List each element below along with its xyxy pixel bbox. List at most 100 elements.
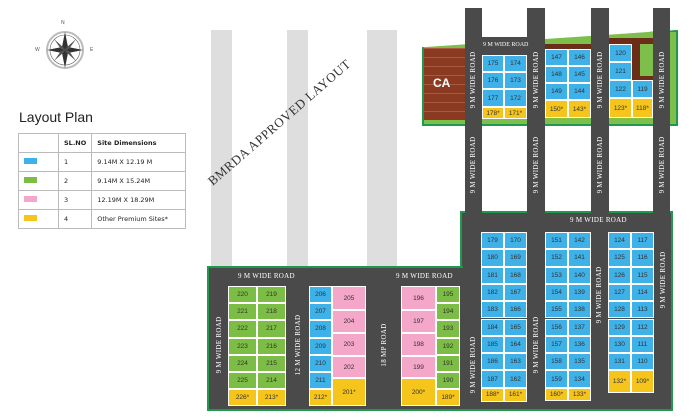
plot-202[interactable]: 202 bbox=[332, 356, 366, 378]
plot-130[interactable]: 130 bbox=[608, 335, 631, 354]
plot-226-premium[interactable]: 226* bbox=[228, 389, 257, 407]
plot-177[interactable]: 177 bbox=[482, 89, 504, 107]
plot-138[interactable]: 138 bbox=[568, 301, 591, 319]
plot-145[interactable]: 145 bbox=[568, 66, 591, 83]
plot-153[interactable]: 153 bbox=[545, 266, 568, 284]
plot-117[interactable]: 117 bbox=[631, 232, 654, 250]
plot-150-premium[interactable]: 150* bbox=[545, 100, 568, 118]
plot-184[interactable]: 184 bbox=[481, 318, 504, 336]
plot-118-premium[interactable]: 118* bbox=[632, 98, 653, 118]
plot-190[interactable]: 190 bbox=[436, 372, 460, 390]
plot-220[interactable]: 220 bbox=[228, 286, 257, 304]
plot-204[interactable]: 204 bbox=[332, 310, 366, 333]
plot-147[interactable]: 147 bbox=[545, 49, 568, 66]
plot-214[interactable]: 214 bbox=[257, 372, 286, 390]
plot-152[interactable]: 152 bbox=[545, 249, 568, 267]
plot-116[interactable]: 116 bbox=[631, 249, 654, 267]
plot-141[interactable]: 141 bbox=[568, 249, 591, 267]
plot-155[interactable]: 155 bbox=[545, 301, 568, 319]
plot-192[interactable]: 192 bbox=[436, 337, 460, 355]
plot-176[interactable]: 176 bbox=[482, 72, 504, 89]
plot-109-premium[interactable]: 109* bbox=[631, 370, 654, 394]
plot-208[interactable]: 208 bbox=[309, 320, 332, 338]
plot-111[interactable]: 111 bbox=[631, 335, 654, 354]
plot-197[interactable]: 197 bbox=[401, 310, 436, 333]
plot-171-premium[interactable]: 171* bbox=[504, 107, 527, 119]
plot-133-premium[interactable]: 133* bbox=[568, 387, 591, 401]
plot-122[interactable]: 122 bbox=[609, 80, 632, 98]
plot-210[interactable]: 210 bbox=[309, 354, 332, 372]
plot-131[interactable]: 131 bbox=[608, 353, 631, 371]
plot-213-premium[interactable]: 213* bbox=[257, 389, 286, 407]
plot-123-premium[interactable]: 123* bbox=[609, 98, 632, 118]
plot-195[interactable]: 195 bbox=[436, 286, 460, 304]
plot-140[interactable]: 140 bbox=[568, 266, 591, 284]
plot-189-premium[interactable]: 189* bbox=[436, 389, 460, 407]
plot-127[interactable]: 127 bbox=[608, 283, 631, 302]
plot-167[interactable]: 167 bbox=[504, 283, 527, 302]
plot-142[interactable]: 142 bbox=[568, 232, 591, 250]
plot-174[interactable]: 174 bbox=[504, 55, 527, 72]
plot-110[interactable]: 110 bbox=[631, 353, 654, 371]
plot-216[interactable]: 216 bbox=[257, 337, 286, 355]
plot-211[interactable]: 211 bbox=[309, 372, 332, 390]
plot-172[interactable]: 172 bbox=[504, 89, 527, 107]
plot-224[interactable]: 224 bbox=[228, 354, 257, 372]
plot-206[interactable]: 206 bbox=[309, 286, 332, 304]
plot-179[interactable]: 179 bbox=[481, 232, 504, 250]
plot-191[interactable]: 191 bbox=[436, 354, 460, 372]
plot-154[interactable]: 154 bbox=[545, 283, 568, 302]
plot-160-premium[interactable]: 160* bbox=[545, 387, 568, 401]
plot-223[interactable]: 223 bbox=[228, 337, 257, 355]
plot-165[interactable]: 165 bbox=[504, 318, 527, 336]
plot-115[interactable]: 115 bbox=[631, 266, 654, 284]
plot-185[interactable]: 185 bbox=[481, 335, 504, 354]
plot-207[interactable]: 207 bbox=[309, 303, 332, 321]
plot-225[interactable]: 225 bbox=[228, 372, 257, 390]
plot-128[interactable]: 128 bbox=[608, 301, 631, 319]
plot-143-premium[interactable]: 143* bbox=[568, 100, 591, 118]
plot-136[interactable]: 136 bbox=[568, 335, 591, 354]
plot-203[interactable]: 203 bbox=[332, 333, 366, 356]
plot-218[interactable]: 218 bbox=[257, 303, 286, 321]
plot-181[interactable]: 181 bbox=[481, 266, 504, 284]
plot-144[interactable]: 144 bbox=[568, 83, 591, 100]
plot-209[interactable]: 209 bbox=[309, 337, 332, 355]
plot-121[interactable]: 121 bbox=[609, 62, 632, 80]
plot-135[interactable]: 135 bbox=[568, 353, 591, 371]
plot-219[interactable]: 219 bbox=[257, 286, 286, 304]
plot-169[interactable]: 169 bbox=[504, 249, 527, 267]
plot-166[interactable]: 166 bbox=[504, 301, 527, 319]
plot-119[interactable]: 119 bbox=[632, 80, 653, 98]
plot-114[interactable]: 114 bbox=[631, 283, 654, 302]
plot-158[interactable]: 158 bbox=[545, 353, 568, 371]
plot-149[interactable]: 149 bbox=[545, 83, 568, 100]
plot-151[interactable]: 151 bbox=[545, 232, 568, 250]
plot-120[interactable]: 120 bbox=[609, 44, 632, 62]
plot-183[interactable]: 183 bbox=[481, 301, 504, 319]
plot-164[interactable]: 164 bbox=[504, 335, 527, 354]
plot-222[interactable]: 222 bbox=[228, 320, 257, 338]
plot-134[interactable]: 134 bbox=[568, 370, 591, 388]
plot-137[interactable]: 137 bbox=[568, 318, 591, 336]
plot-175[interactable]: 175 bbox=[482, 55, 504, 72]
plot-126[interactable]: 126 bbox=[608, 266, 631, 284]
plot-112[interactable]: 112 bbox=[631, 318, 654, 336]
plot-148[interactable]: 148 bbox=[545, 66, 568, 83]
plot-156[interactable]: 156 bbox=[545, 318, 568, 336]
plot-221[interactable]: 221 bbox=[228, 303, 257, 321]
plot-162[interactable]: 162 bbox=[504, 370, 527, 388]
plot-178-premium[interactable]: 178* bbox=[482, 107, 504, 119]
plot-124[interactable]: 124 bbox=[608, 232, 631, 250]
plot-188-premium[interactable]: 188* bbox=[481, 387, 504, 402]
plot-201-premium[interactable]: 201* bbox=[332, 378, 366, 406]
plot-194[interactable]: 194 bbox=[436, 303, 460, 321]
plot-125[interactable]: 125 bbox=[608, 249, 631, 267]
plot-180[interactable]: 180 bbox=[481, 249, 504, 267]
plot-159[interactable]: 159 bbox=[545, 370, 568, 388]
plot-199[interactable]: 199 bbox=[401, 356, 436, 378]
plot-200-premium[interactable]: 200* bbox=[401, 378, 436, 406]
plot-193[interactable]: 193 bbox=[436, 320, 460, 338]
plot-170[interactable]: 170 bbox=[504, 232, 527, 250]
plot-215[interactable]: 215 bbox=[257, 354, 286, 372]
